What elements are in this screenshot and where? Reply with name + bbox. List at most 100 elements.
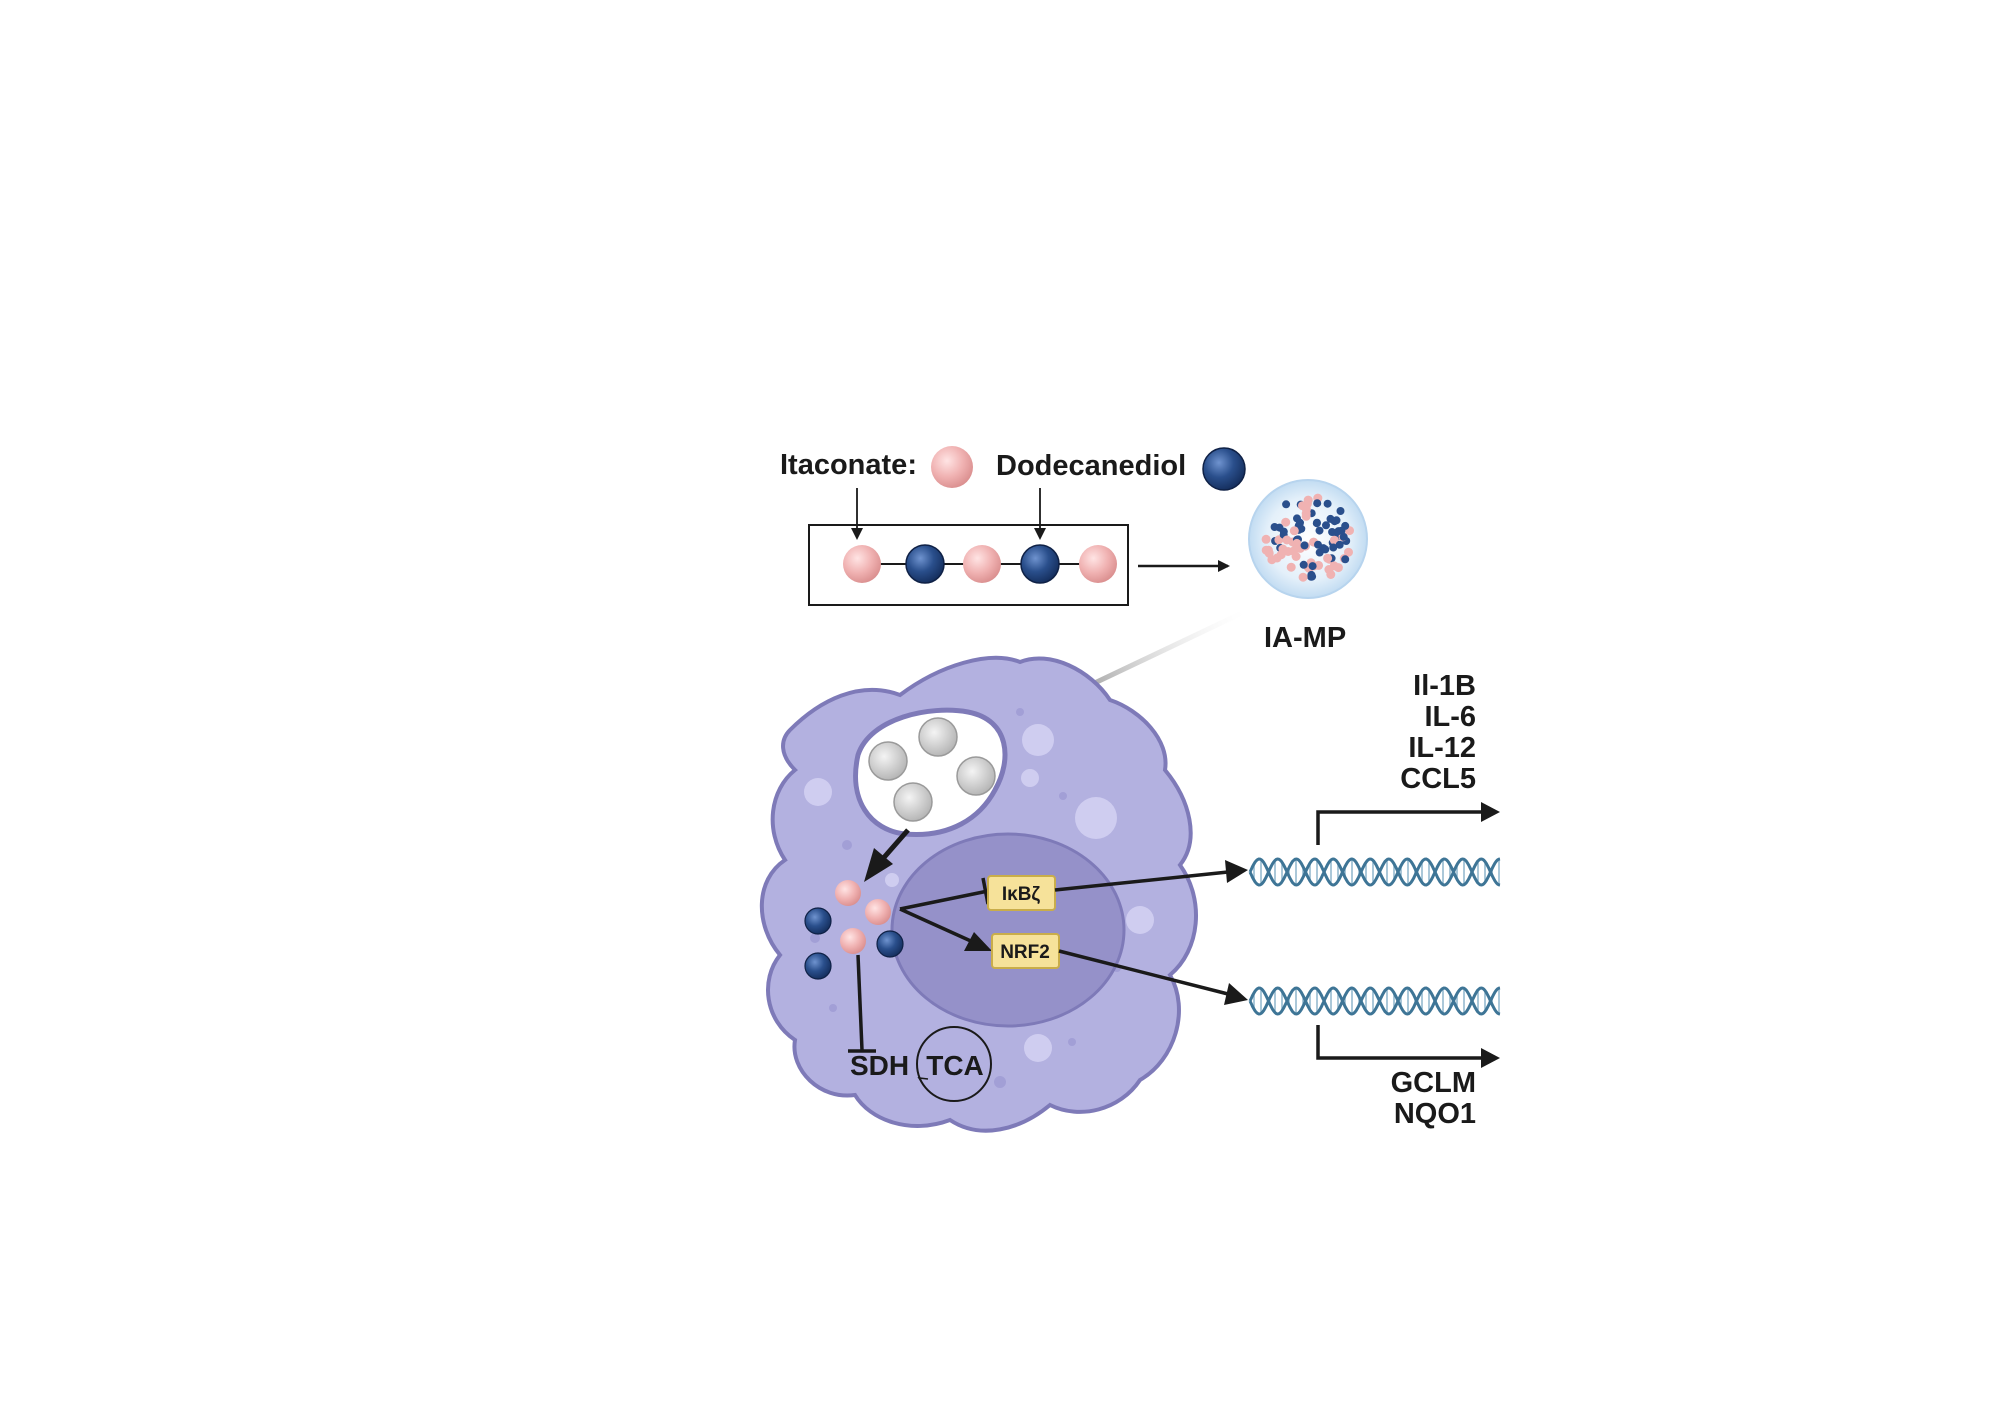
cargo-dodecanediol-dot xyxy=(1341,555,1350,564)
ikbz-to-dna-arrow xyxy=(1054,870,1229,892)
cargo-dodecanediol-dot xyxy=(1313,518,1321,527)
gene-label: IL-12 xyxy=(1408,732,1476,764)
released-monomers xyxy=(804,880,904,980)
microparticle-cargo xyxy=(1261,493,1354,582)
cargo-itaconate-dot xyxy=(1281,517,1291,527)
ia-mp-label: IA-MP xyxy=(1264,622,1346,654)
cargo-itaconate-dot xyxy=(1326,570,1336,579)
cargo-dodecanediol-dot xyxy=(1321,545,1330,554)
nrf2-label: NRF2 xyxy=(1000,942,1050,963)
cargo-itaconate-dot xyxy=(1323,553,1333,563)
nucleus xyxy=(890,832,1126,1028)
dodecanediol-monomer xyxy=(804,952,832,980)
dna-helix-antioxidant xyxy=(1248,986,1501,1016)
cargo-itaconate-dot xyxy=(1298,572,1308,582)
cargo-itaconate-dot xyxy=(1276,550,1286,560)
cargo-dodecanediol-dot xyxy=(1308,562,1317,571)
cargo-itaconate-dot xyxy=(1344,547,1353,557)
ikbz-label: IκBζ xyxy=(1002,884,1041,905)
phagosome xyxy=(853,707,1008,838)
polymer-itaconate-unit xyxy=(843,545,881,583)
antioxidant-gene-list: GCLM NQO1 xyxy=(1391,1067,1476,1130)
cargo-dodecanediol-dot xyxy=(1299,560,1308,569)
cargo-dodecanediol-dot xyxy=(1270,523,1279,531)
polymer-dodecanediol-unit xyxy=(1020,544,1060,584)
cytoplasm-vesicles xyxy=(804,708,1154,1088)
internalized-particle xyxy=(893,782,933,822)
gene-label: Il-1B xyxy=(1413,670,1476,702)
internalized-particle xyxy=(956,756,996,796)
inflammatory-transcription-arrow xyxy=(1316,810,1483,845)
dodecanediol-monomer xyxy=(876,930,904,958)
cargo-itaconate-dot xyxy=(1267,555,1277,565)
internalized-particle xyxy=(918,717,958,757)
gene-label: NQO1 xyxy=(1394,1098,1476,1130)
polymer-dodecanediol-unit xyxy=(905,544,945,584)
cargo-dodecanediol-dot xyxy=(1322,521,1330,530)
dna-strand xyxy=(1248,857,1501,887)
cargo-itaconate-dot xyxy=(1329,561,1339,571)
dna-helix-inflammatory xyxy=(1248,857,1501,887)
cargo-dodecanediol-dot xyxy=(1335,540,1344,549)
internalized-particle xyxy=(868,741,908,781)
cargo-itaconate-dot xyxy=(1286,562,1296,572)
cargo-itaconate-dot xyxy=(1261,534,1271,544)
tca-cycle-arrow-icon xyxy=(917,1077,929,1087)
nrf2-to-dna-arrow xyxy=(1058,949,1229,996)
cargo-dodecanediol-dot xyxy=(1300,541,1309,550)
inflammatory-gene-list: Il-1B IL-6 IL-12 CCL5 xyxy=(1400,670,1476,795)
cargo-itaconate-dot xyxy=(1282,535,1292,545)
cargo-dodecanediol-dot xyxy=(1282,500,1291,509)
cargo-itaconate-dot xyxy=(1292,538,1302,548)
cargo-dodecanediol-dot xyxy=(1339,532,1348,541)
cargo-dodecanediol-dot xyxy=(1336,507,1345,515)
ikbz-to-dna-arrow-head xyxy=(1225,860,1248,883)
cargo-dodecanediol-dot xyxy=(1329,543,1338,552)
cargo-dodecanediol-dot xyxy=(1328,528,1337,536)
dna-strand xyxy=(1248,986,1501,1016)
nrf2-to-dna-arrow-head xyxy=(1224,983,1248,1005)
cargo-dodecanediol-dot xyxy=(1308,572,1317,581)
cargo-dodecanediol-dot xyxy=(1313,499,1322,508)
tca-label: TCA xyxy=(926,1050,984,1081)
cargo-dodecanediol-dot xyxy=(1332,516,1341,525)
cargo-dodecanediol-dot xyxy=(1315,526,1324,535)
dodecanediol-legend-sphere xyxy=(1202,447,1246,491)
dodecanediol-monomer xyxy=(804,907,832,935)
release-arrow-head xyxy=(864,848,893,882)
antioxidant-transcription-arrow xyxy=(1316,1025,1483,1060)
inflammatory-transcription-arrow-head xyxy=(1481,802,1500,822)
cargo-itaconate-dot xyxy=(1303,495,1313,505)
polymer-chain-box xyxy=(808,524,1129,606)
sdh-inhibition-line xyxy=(856,954,864,1051)
nrf2-activation-line xyxy=(899,907,974,944)
ikbz-box xyxy=(987,875,1056,911)
gene-label: GCLM xyxy=(1391,1067,1476,1099)
dodecanediol-legend-label: Dodecanediol xyxy=(996,450,1186,482)
cargo-itaconate-dot xyxy=(1289,526,1299,536)
polymer-itaconate-unit xyxy=(1079,545,1117,583)
itaconate-monomer xyxy=(840,928,866,954)
tca-cycle-icon xyxy=(916,1026,992,1102)
cargo-itaconate-dot xyxy=(1298,501,1307,511)
cargo-dodecanediol-dot xyxy=(1337,526,1346,535)
dna-strand xyxy=(1248,986,1501,1016)
ia-mp-microparticle xyxy=(1248,479,1368,599)
gene-label: CCL5 xyxy=(1400,763,1476,795)
nrf2-activation-head xyxy=(964,932,992,951)
sdh-label: SDH xyxy=(850,1050,909,1081)
itaconate-monomer xyxy=(835,880,861,906)
ikbz-inhibition-line xyxy=(899,889,989,911)
cargo-itaconate-dot xyxy=(1291,552,1301,561)
itaconate-legend-label: Itaconate: xyxy=(780,449,917,481)
cargo-dodecanediol-dot xyxy=(1296,518,1304,527)
itaconate-monomer xyxy=(865,899,891,925)
gene-label: IL-6 xyxy=(1424,701,1476,733)
dna-strand xyxy=(1248,857,1501,887)
antioxidant-transcription-arrow-head xyxy=(1481,1048,1500,1068)
cargo-dodecanediol-dot xyxy=(1323,499,1332,508)
itaconate-legend-sphere xyxy=(931,446,973,488)
release-arrow xyxy=(878,828,910,864)
